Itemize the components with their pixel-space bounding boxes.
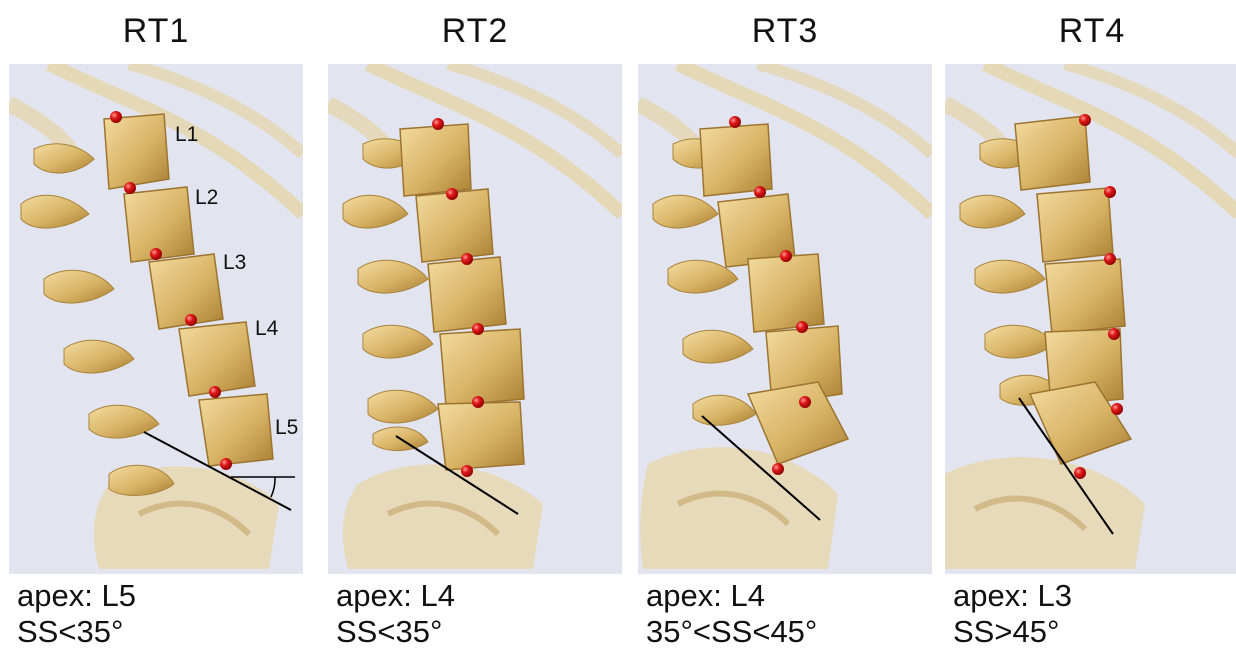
spine-illustration xyxy=(945,64,1236,574)
apex-text: apex: L4 xyxy=(336,578,455,614)
label-l2: L2 xyxy=(195,186,218,209)
ss-text: SS<35° xyxy=(17,614,136,650)
label-l5: L5 xyxy=(275,416,298,439)
apex-text: apex: L5 xyxy=(17,578,136,614)
label-l3: L3 xyxy=(223,251,246,274)
spine-illustration xyxy=(638,64,932,574)
ss-text: 35°<SS<45° xyxy=(646,614,817,650)
panel-rt1: RT1 xyxy=(9,0,303,654)
caption: apex: L4 35°<SS<45° xyxy=(646,578,817,650)
panel-title: RT4 xyxy=(945,12,1236,51)
panel-rt3: RT3 xyxy=(638,0,932,654)
caption: apex: L3 SS>45° xyxy=(953,578,1072,650)
panel-rt4: RT4 xyxy=(945,0,1236,654)
apex-text: apex: L4 xyxy=(646,578,817,614)
panel-title: RT1 xyxy=(9,12,303,51)
spine-illustration xyxy=(328,64,622,574)
panel-title: RT2 xyxy=(328,12,622,51)
panel-rt2: RT2 xyxy=(328,0,622,654)
spine-svg xyxy=(638,64,932,574)
ss-text: SS<35° xyxy=(336,614,455,650)
apex-text: apex: L3 xyxy=(953,578,1072,614)
spine-svg: L1 L2 L3 L4 L5 xyxy=(9,64,303,574)
spine-svg xyxy=(328,64,622,574)
caption: apex: L5 SS<35° xyxy=(17,578,136,650)
label-l1: L1 xyxy=(175,123,198,146)
caption: apex: L4 SS<35° xyxy=(336,578,455,650)
ss-text: SS>45° xyxy=(953,614,1072,650)
panel-title: RT3 xyxy=(638,12,932,51)
spine-svg xyxy=(945,64,1236,574)
label-l4: L4 xyxy=(255,317,279,340)
spine-illustration: L1 L2 L3 L4 L5 xyxy=(9,64,303,574)
